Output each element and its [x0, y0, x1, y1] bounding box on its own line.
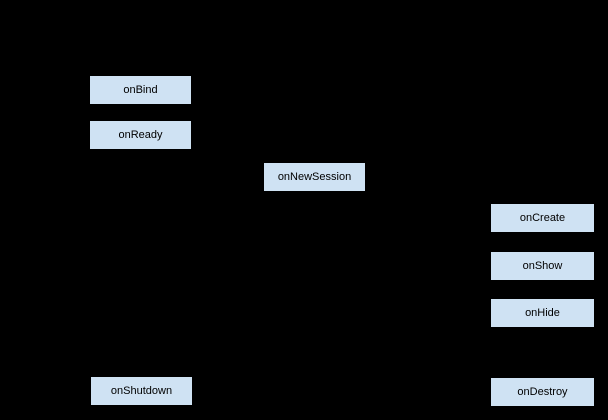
node-oncreate: onCreate	[490, 203, 595, 233]
node-onshow: onShow	[490, 251, 595, 281]
node-onnewsession: onNewSession	[263, 162, 366, 192]
node-onbind: onBind	[89, 75, 192, 105]
node-ondestroy: onDestroy	[490, 377, 595, 407]
node-onhide: onHide	[490, 298, 595, 328]
node-onready: onReady	[89, 120, 192, 150]
node-onshutdown: onShutdown	[90, 376, 193, 406]
